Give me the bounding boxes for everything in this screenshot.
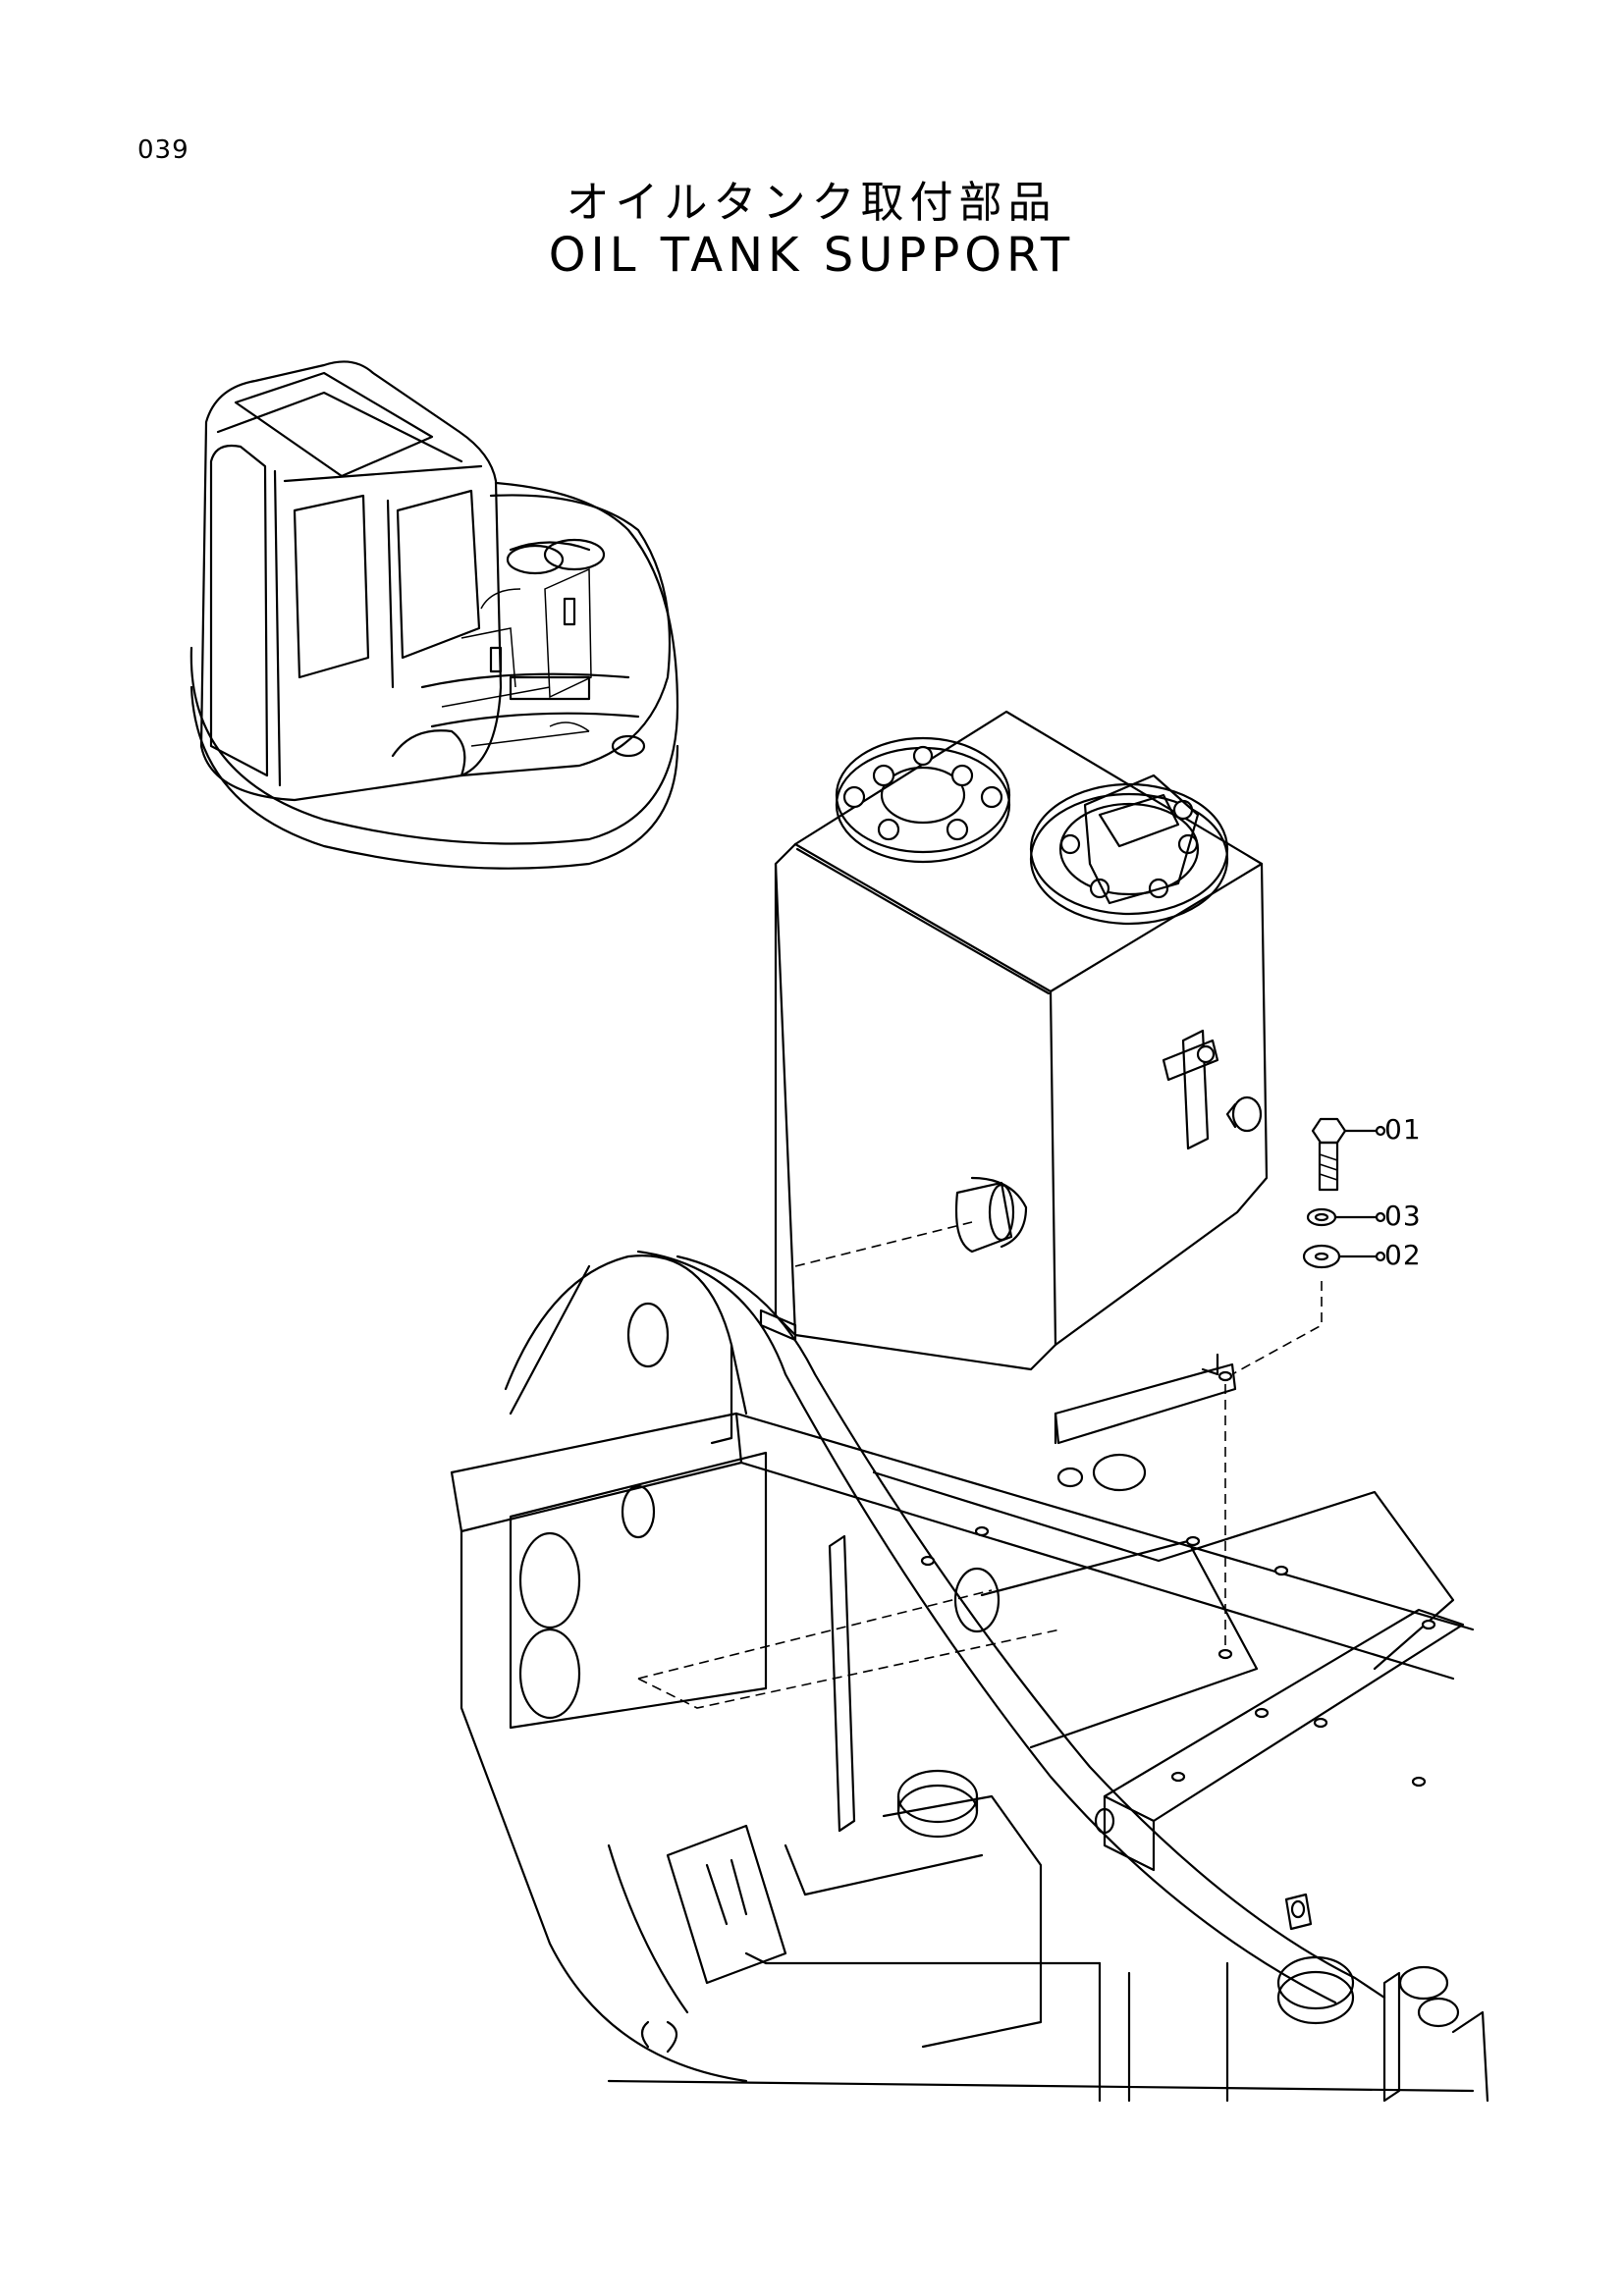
title-english: OIL TANK SUPPORT [548,228,1075,283]
upperstructure-frame-drawing [450,1250,1489,2103]
excavator-overview-drawing [189,360,679,870]
callout-01: 01 [1384,1113,1422,1146]
callout-03: 03 [1384,1200,1422,1232]
title-japanese: オイルタンク取付部品 [566,178,1057,228]
page-number: 039 [137,135,189,165]
oil-tank-drawing [759,710,1269,1492]
callout-hardware [1217,1117,1386,1660]
callout-02: 02 [1384,1239,1422,1271]
